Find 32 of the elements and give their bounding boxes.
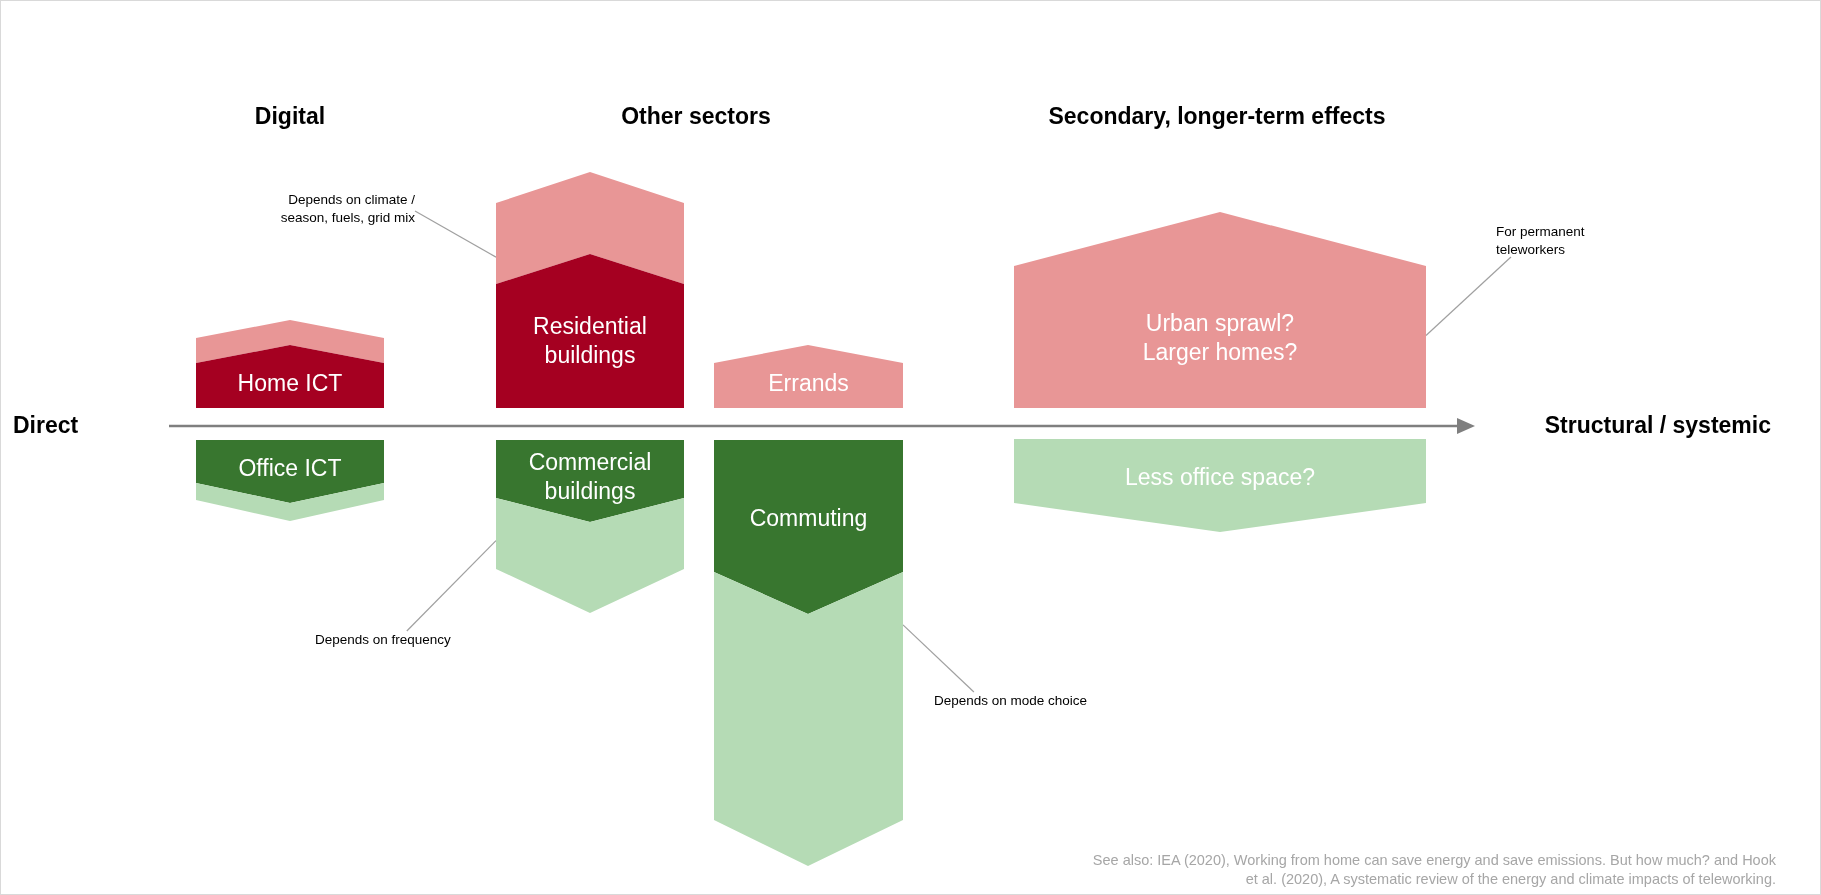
column-heading: Secondary, longer-term effects [1047, 103, 1387, 130]
shape-label: Office ICT [237, 453, 343, 483]
house-shape [196, 345, 384, 408]
shape-label: Less office space? [1123, 462, 1317, 492]
annotation-text: For permanent teleworkers [1496, 223, 1626, 257]
annotation-text: Depends on frequency [315, 631, 485, 649]
chevron-shape [714, 440, 903, 614]
shape-label: Commercial buildings [527, 448, 653, 506]
chevron-band [196, 483, 384, 521]
chevron-shape [1014, 439, 1426, 532]
chevron-band [496, 172, 684, 284]
chevron-shape [196, 440, 384, 503]
house-shape [1014, 212, 1426, 408]
column-heading: Other sectors [620, 103, 772, 130]
axis-label: Structural / systemic [1543, 412, 1771, 439]
chevron-band [714, 572, 903, 866]
leader-line [414, 210, 497, 258]
shape-label: Errands [767, 368, 850, 398]
leader-line [1425, 256, 1512, 337]
shape-label: Urban sprawl? Larger homes? [1141, 309, 1299, 367]
annotation-text: Depends on mode choice [934, 692, 1124, 710]
annotation-text: Depends on climate / season, fuels, grid mix [245, 191, 415, 231]
shape-label: Residential buildings [532, 312, 648, 370]
leader-line [902, 624, 975, 693]
house-shape [714, 345, 903, 408]
chevron-band [196, 320, 384, 363]
leader-line [406, 539, 497, 632]
axis-label: Direct [13, 412, 79, 439]
reference-note: See also: IEA (2020), Working from home can save energy and save emissions. But how much? and Hook et al. (2020), A systematic review of the energy and climate impacts of teleworking. [1091, 851, 1776, 889]
shape-label: Home ICT [236, 368, 344, 398]
shape-label: Commuting [748, 503, 869, 533]
column-heading: Digital [253, 103, 327, 130]
